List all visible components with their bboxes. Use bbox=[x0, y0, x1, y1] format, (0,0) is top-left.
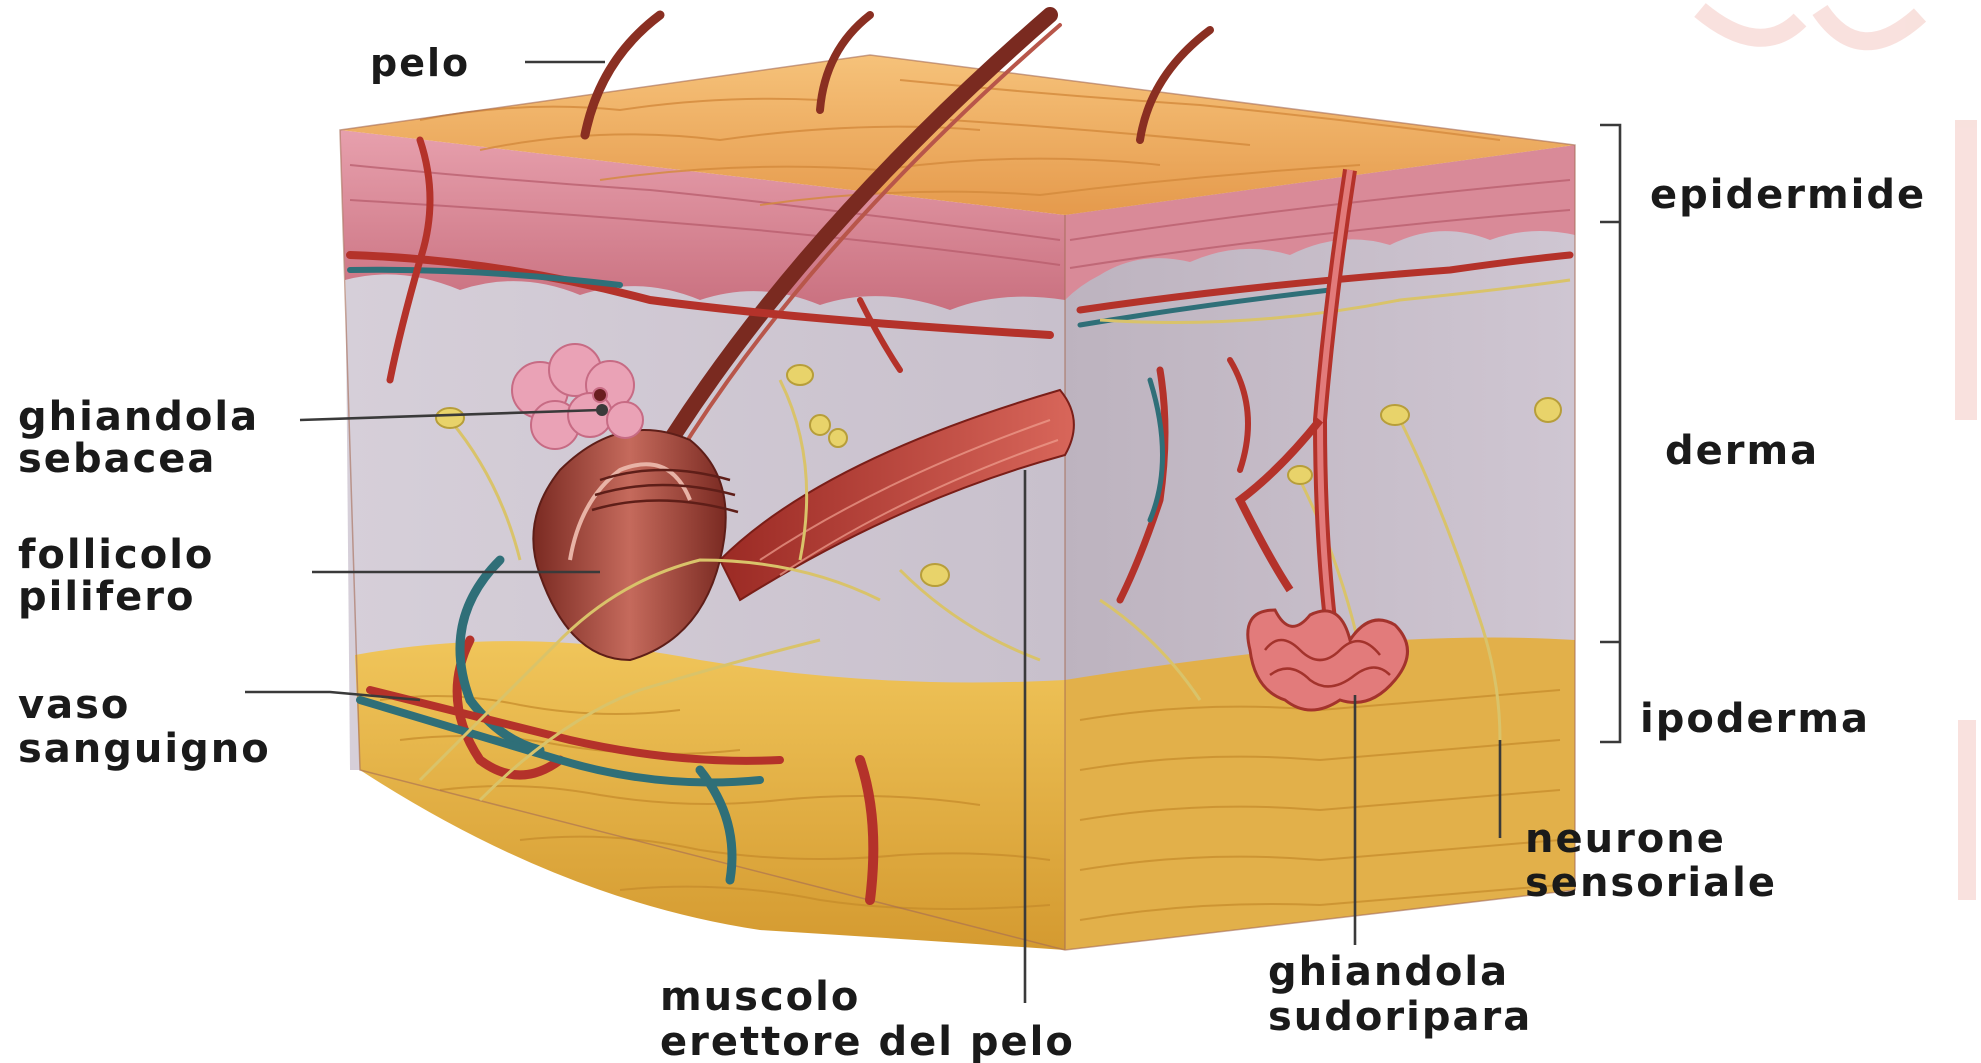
label-epidermide: epidermide bbox=[1650, 172, 1926, 218]
label-follicolo-2: pilifero bbox=[18, 574, 196, 620]
skin-block bbox=[340, 55, 1575, 950]
label-ghiandola-sudoripara-1: ghiandola bbox=[1268, 949, 1509, 995]
label-muscolo-1: muscolo bbox=[660, 974, 860, 1020]
label-ipoderma: ipoderma bbox=[1640, 696, 1870, 742]
label-neurone-2: sensoriale bbox=[1525, 860, 1777, 906]
label-derma: derma bbox=[1665, 428, 1819, 474]
label-neurone-1: neurone bbox=[1525, 816, 1726, 862]
label-vaso-1: vaso bbox=[18, 682, 130, 728]
label-ghiandola-sebacea-1: ghiandola bbox=[18, 394, 259, 440]
label-follicolo-1: follicolo bbox=[18, 532, 214, 578]
label-muscolo-2: erettore del pelo bbox=[660, 1019, 1075, 1063]
label-vaso-2: sanguigno bbox=[18, 726, 271, 772]
label-pelo: pelo bbox=[370, 41, 470, 85]
label-ghiandola-sudoripara-2: sudoripara bbox=[1268, 994, 1532, 1040]
label-ghiandola-sebacea-2: sebacea bbox=[18, 436, 216, 482]
layer-bracket bbox=[1600, 125, 1620, 742]
